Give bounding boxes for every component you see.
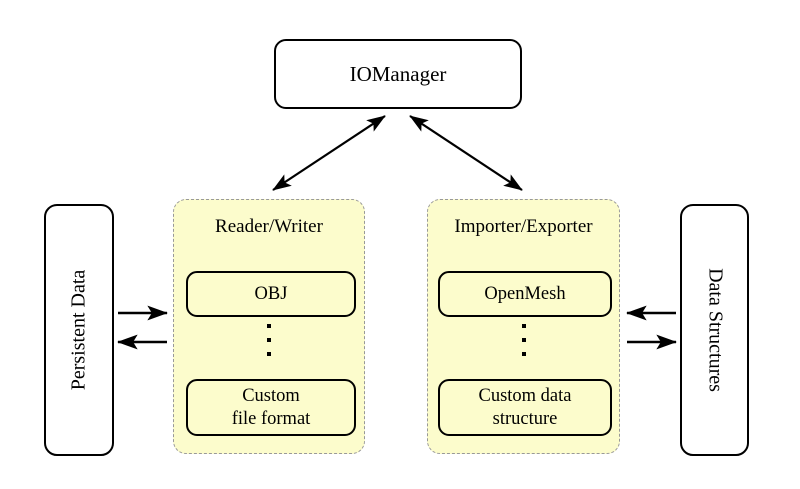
node-custom-file-format-label-line2: file format xyxy=(231,408,311,429)
node-data-structures-label: Data Structures xyxy=(704,268,726,392)
node-persistent-data[interactable]: Persistent Data xyxy=(44,204,114,456)
node-custom-data-structure-label-line2: structure xyxy=(492,408,558,429)
arrow-iomanager-readerwriter xyxy=(272,115,386,191)
node-obj-label: OBJ xyxy=(254,283,288,304)
node-custom-file-format-label-line1: Custom xyxy=(242,386,300,407)
node-custom-file-format[interactable]: Custom file format xyxy=(186,379,356,436)
node-openmesh[interactable]: OpenMesh xyxy=(438,271,612,317)
node-custom-data-structure[interactable]: Custom data structure xyxy=(438,379,612,436)
vertical-ellipsis-icon xyxy=(174,324,364,356)
arrow-iomanager-importerexporter xyxy=(409,115,523,191)
node-iomanager[interactable]: IOManager xyxy=(274,39,522,109)
group-importer-exporter-title: Importer/Exporter xyxy=(454,216,593,237)
group-reader-writer-title: Reader/Writer xyxy=(215,216,323,237)
node-obj[interactable]: OBJ xyxy=(186,271,356,317)
node-iomanager-label: IOManager xyxy=(349,61,447,86)
node-custom-data-structure-label-line1: Custom data xyxy=(478,386,572,407)
group-importer-exporter[interactable]: Importer/Exporter OpenMesh Custom data s… xyxy=(427,199,620,454)
node-persistent-data-label: Persistent Data xyxy=(67,269,90,391)
node-data-structures[interactable]: Data Structures xyxy=(680,204,749,456)
group-reader-writer[interactable]: Reader/Writer OBJ Custom file format xyxy=(173,199,365,454)
node-openmesh-label: OpenMesh xyxy=(484,283,566,304)
vertical-ellipsis-icon xyxy=(428,324,619,356)
